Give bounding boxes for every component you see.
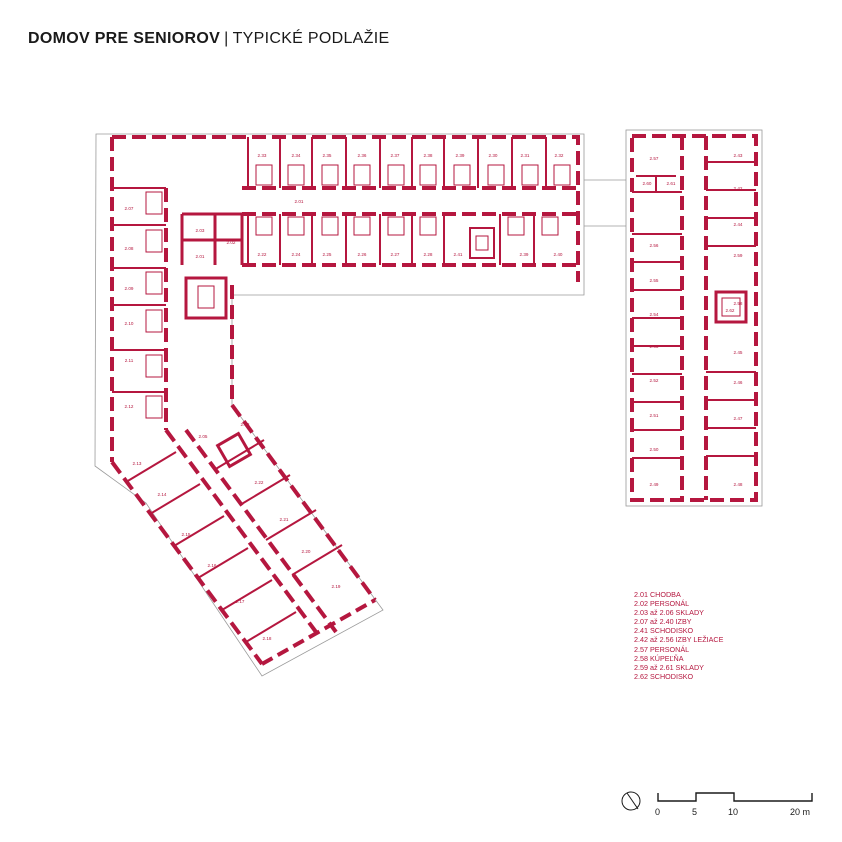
room-label: 2.03: [196, 228, 205, 233]
room-label: 2.25: [323, 252, 332, 257]
room-label: 2.52: [650, 378, 659, 383]
room-label: 2.32: [555, 153, 564, 158]
room-label: 2.16: [208, 563, 217, 568]
room-label: 2.20: [302, 549, 311, 554]
scale-tick-0: 0: [655, 807, 660, 817]
scale-tick-10: 10: [728, 807, 738, 817]
room-label: 2.36: [358, 153, 367, 158]
room-label: 2.33: [258, 153, 267, 158]
room-label: 2.11: [125, 358, 134, 363]
room-label: 2.30: [489, 153, 498, 158]
room-label: 2.28: [424, 252, 433, 257]
room-label: 2.39: [520, 252, 529, 257]
room-label: 2.46: [734, 380, 743, 385]
east-wing-walls: [630, 134, 758, 502]
room-label: 2.53: [650, 344, 659, 349]
room-label: 2.35: [323, 153, 332, 158]
legend-item: 2.01 CHODBA: [634, 590, 681, 599]
room-label: 2.22: [255, 480, 264, 485]
room-label: 2.55: [650, 278, 659, 283]
room-label: 2.14: [158, 492, 167, 497]
room-label: 2.62: [726, 308, 735, 313]
room-label: 2.47: [734, 416, 743, 421]
room-label: 2.21: [280, 517, 289, 522]
room-label: 2.13: [133, 461, 142, 466]
room-label: 2.31: [521, 153, 530, 158]
scale-bar: 0 5 10 20 m: [655, 792, 813, 817]
scale-tick-20: 20 m: [790, 807, 810, 817]
legend-item: 2.03 až 2.06 SKLADY: [634, 608, 704, 618]
room-label: 2.54: [650, 312, 659, 317]
north-arrow-icon: [621, 791, 641, 811]
scale-tick-5: 5: [692, 807, 697, 817]
room-label: 2.17: [236, 599, 245, 604]
title-separator: |: [224, 30, 229, 47]
room-label: 2.45: [734, 350, 743, 355]
room-label: 2.22: [258, 252, 267, 257]
room-label: 2.40: [554, 252, 563, 257]
room-label: 2.10: [125, 321, 134, 326]
room-label: 2.61: [667, 181, 676, 186]
legend-item: 2.42 až 2.56 IZBY LEŽIACE: [634, 635, 724, 645]
room-label: 2.51: [650, 413, 659, 418]
room-label: 2.58: [734, 301, 743, 306]
legend-item: 2.62 SCHODISKO: [634, 671, 694, 681]
room-label: 2.18: [263, 636, 272, 641]
room-label: 2.57: [650, 156, 659, 161]
legend-item: 2.41 SCHODISKO: [634, 626, 694, 636]
room-label: 2.24: [292, 252, 301, 257]
room-label: 2.18: [241, 422, 250, 427]
room-labels: 2.33 2.34 2.35 2.36 2.37 2.38 2.39 2.30 2.31 2.32…: [125, 153, 743, 641]
room-label: 2.38: [424, 153, 433, 158]
building-walls: [110, 135, 580, 666]
room-label: 2.34: [292, 153, 301, 158]
room-label: 2.41: [454, 252, 463, 257]
legend-item: 2.57 PERSONÁL: [634, 644, 690, 654]
room-label: 2.56: [650, 243, 659, 248]
legend-item: 2.02 PERSONÁL: [634, 599, 690, 609]
legend-item: 2.58 KÚPEĽŇA: [634, 653, 684, 663]
room-label: 2.43: [734, 153, 743, 158]
legend-item: 2.07 až 2.40 IZBY: [634, 617, 692, 627]
legend-item: 2.59 až 2.61 SKLADY: [634, 662, 704, 672]
room-label: 2.27: [391, 252, 400, 257]
room-label: 2.19: [332, 584, 341, 589]
room-label: 2.07: [125, 206, 134, 211]
room-label: 2.02: [227, 240, 236, 245]
room-label: 2.09: [125, 286, 134, 291]
room-label: 2.37: [391, 153, 400, 158]
room-label: 2.01: [295, 199, 304, 204]
room-legend: 2.01 CHODBA 2.02 PERSONÁL 2.03 až 2.06 S…: [634, 590, 723, 681]
room-label: 2.49: [650, 482, 659, 487]
room-label: 2.39: [456, 153, 465, 158]
room-label: 2.12: [125, 404, 134, 409]
room-label: 2.44: [734, 222, 743, 227]
plan-title: DOMOV PRE SENIOROV|TYPICKÉ PODLAŽIE: [28, 30, 389, 48]
room-label: 2.50: [650, 447, 659, 452]
room-label: 2.26: [358, 252, 367, 257]
room-label: 2.42: [734, 186, 743, 191]
room-label: 2.05: [199, 434, 208, 439]
room-label: 2.08: [125, 246, 134, 251]
room-label: 2.15: [182, 532, 191, 537]
room-label: 2.59: [734, 253, 743, 258]
title-sub: TYPICKÉ PODLAŽIE: [232, 30, 390, 47]
room-label: 2.60: [643, 181, 652, 186]
room-label: 2.48: [734, 482, 743, 487]
room-label: 2.01: [196, 254, 205, 259]
title-main: DOMOV PRE SENIOROV: [28, 30, 221, 47]
